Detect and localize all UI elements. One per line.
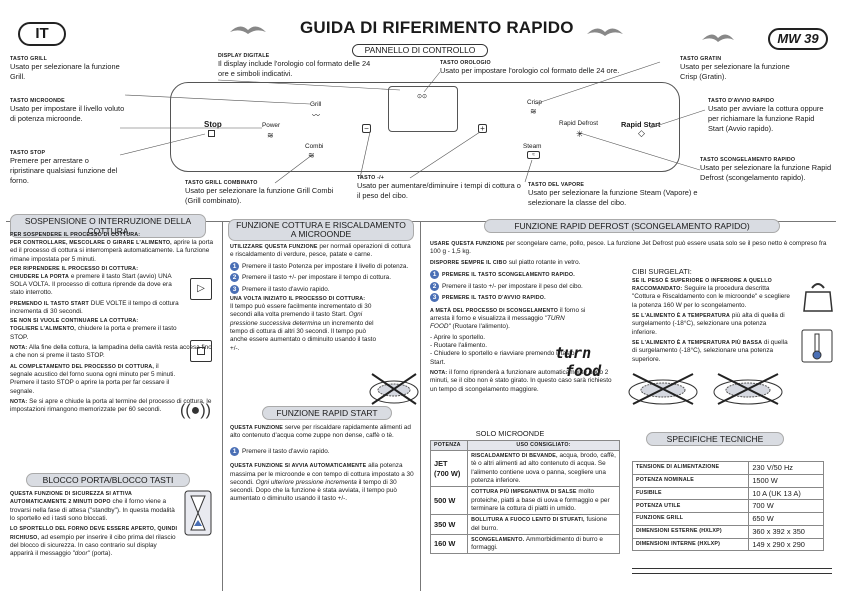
solo-title: SOLO MICROONDE — [470, 429, 550, 440]
bird-icon — [702, 34, 734, 42]
footer-line — [632, 573, 832, 574]
specs-title: SPECIFICHE TECNICHE — [646, 432, 784, 446]
table-row: Dimensioni interne (HxLxP)149 x 290 x 29… — [631, 537, 824, 552]
specs-table: Tensione di alimentazione230 V/50 Hz Pot… — [631, 461, 824, 552]
callout-stop: Tasto stopPremere per arrestare o ripris… — [10, 150, 118, 185]
defrost-intro: Usare questa funzione per scongelare car… — [430, 240, 827, 266]
speaker-icon: ((●)) — [180, 402, 211, 419]
table-header: Potenza — [429, 440, 469, 451]
callout-clock: Tasto orologioUsato per impostare l'orol… — [440, 60, 620, 75]
blocco-title: BLOCCO PORTA/BLOCCO TASTI — [26, 473, 190, 487]
sospensione-body: Per sospendere il processo di cottura: P… — [10, 232, 214, 414]
stop-icon — [190, 340, 212, 362]
blocco-body: Questa funzione di sicurezza si attiva a… — [10, 491, 178, 558]
cibi-surgelati: CIBI SURGELATI: Se il peso è superiore o… — [632, 267, 790, 363]
steam-icon[interactable]: ≈ — [527, 151, 540, 159]
bird-icon — [230, 26, 266, 34]
crisp-button-label: Crisp — [527, 99, 542, 106]
defrost-title: FUNZIONE RAPID DEFROST (SCONGELAMENTO RA… — [484, 219, 780, 233]
control-panel — [170, 82, 680, 172]
rapid-defrost-button-label: Rapid Defrost — [559, 120, 599, 127]
table-header: Uso consigliato: — [467, 440, 620, 451]
crisp-icon[interactable]: ≋ — [530, 107, 537, 116]
model-badge: MW 39 — [768, 28, 828, 50]
stop-square-icon[interactable] — [208, 130, 215, 137]
power-button-label: Power — [262, 122, 281, 129]
grill-button-label: Grill — [310, 101, 322, 108]
table-row: Funzione grill650 W — [631, 512, 824, 526]
table-row: 500 WCottura più impegnativa di salse mo… — [429, 486, 620, 516]
table-row: Fusibile10 A (UK 13 A) — [631, 486, 824, 501]
digital-display — [388, 86, 458, 132]
start-diamond-icon[interactable]: ◇ — [638, 128, 645, 138]
table-row: Potenza nominale1500 W — [631, 473, 824, 488]
table-row: Tensione di alimentazione230 V/50 Hz — [631, 461, 824, 475]
callout-crisp: Tasto gratinUsato per selezionare la fun… — [680, 56, 790, 81]
snowflake-icon[interactable]: ✳ — [576, 129, 584, 139]
plus-button[interactable]: + — [478, 124, 487, 133]
turntable-cross-image — [627, 370, 699, 406]
minus-button[interactable]: − — [362, 124, 371, 133]
divider — [420, 221, 421, 591]
callout-combi: Tasto grill combinatoUsato per seleziona… — [185, 180, 334, 205]
callout-plusminus: Tasto -/+Usato per aumentare/diminuire i… — [357, 175, 521, 200]
play-icon: ▷ — [190, 278, 212, 300]
grill-icon[interactable]: 〰 — [312, 111, 320, 120]
callout-display: Display digitaleIl display include l'oro… — [218, 53, 371, 78]
table-row: Potenza utile700 W — [631, 499, 824, 514]
rapid-start-body: Questa funzione serve per riscaldare rap… — [230, 424, 414, 503]
callout-defrost: Tasto scongelamento rapidoUsato per sele… — [700, 157, 832, 182]
callout-steam: Tasto del vaporeUsato per selezionare la… — [528, 182, 698, 207]
table-row: 160 WScongelamento. Ammorbidimento di bu… — [429, 533, 620, 555]
hourglass-icon — [184, 490, 212, 536]
steam-button-label: Steam — [523, 143, 542, 150]
rapid-start-button[interactable]: Rapid Start — [621, 120, 661, 129]
callout-start: Tasto d'avvio rapidoUsato per avviare la… — [708, 98, 824, 133]
clock-icon[interactable]: ⊙⊙ — [417, 94, 428, 100]
divider — [222, 221, 223, 591]
cottura-body: Utilizzare questa funzione per normali o… — [230, 243, 414, 355]
page-title: GUIDA DI RIFERIMENTO RAPIDO — [300, 18, 574, 37]
cottura-title: FUNZIONE COTTURA E RISCALDAMENTO A MICRO… — [228, 219, 414, 241]
thermometer-icon — [801, 329, 833, 363]
turntable-cross-image — [712, 370, 784, 406]
power-icon[interactable]: ≋ — [267, 131, 274, 140]
callout-grill: Tasto GrillUsato per selezionare la funz… — [10, 56, 120, 81]
combi-button-label: Combi — [305, 143, 324, 150]
sospensione-title: SOSPENSIONE O INTERRUZIONE DELLA COTTURA — [10, 214, 206, 238]
table-row: JET (700 W)Riscaldamento di bevande, acq… — [429, 449, 620, 488]
footer-line — [632, 568, 832, 569]
scale-weight-icon — [803, 283, 833, 312]
divider — [6, 221, 836, 222]
bird-icon — [587, 28, 623, 36]
rapid-start-title: FUNZIONE RAPID START — [262, 406, 392, 420]
lang-badge: IT — [18, 22, 66, 46]
callout-micro: Tasto microondeUsato per impostare il li… — [10, 98, 125, 123]
solo-table: PotenzaUso consigliato: JET (700 W)Risca… — [429, 440, 620, 555]
stop-button[interactable]: Stop — [204, 120, 222, 129]
table-row: 350 WBollitura a fuoco lento di stufati,… — [429, 514, 620, 535]
turntable-cross-image — [368, 370, 420, 406]
panel-title: PANNELLO DI CONTROLLO — [352, 44, 488, 58]
table-row: Dimensioni esterne (HxLxP)360 x 392 x 35… — [631, 524, 824, 539]
